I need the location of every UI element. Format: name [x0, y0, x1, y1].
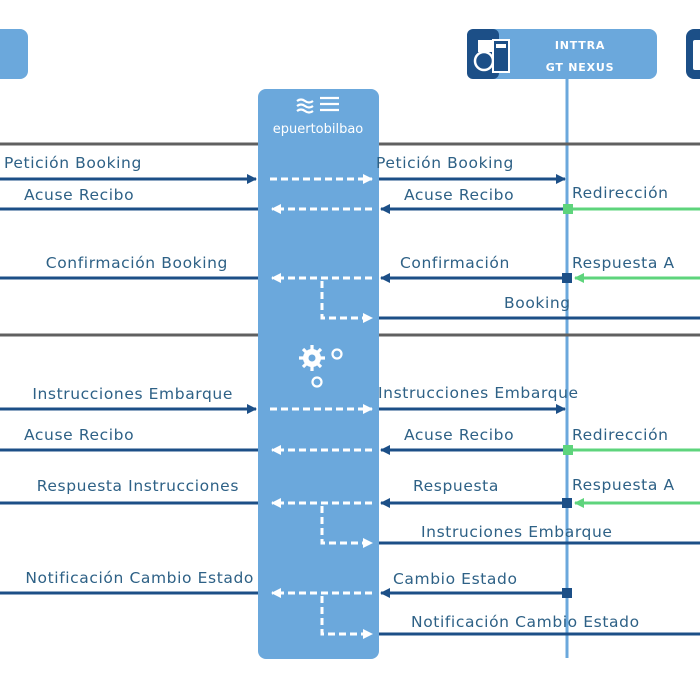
gears-icon — [299, 345, 343, 388]
label-left-acuse-recibo-2: Acuse Recibo — [24, 426, 134, 444]
dark-node — [562, 273, 572, 283]
label-right-respuesta-2: Respuesta A — [572, 476, 675, 494]
label-right-redireccion-2: Redirección — [572, 426, 669, 444]
inttra-header: INTTRA GT NEXUS — [467, 29, 657, 79]
label-left-instrucciones: Instrucciones Embarque — [32, 385, 233, 403]
label-mid-booking: Booking — [504, 294, 571, 312]
left-participant-box — [0, 29, 28, 79]
label-left-acuse-recibo: Acuse Recibo — [24, 186, 134, 204]
label-mid-notificacion: Notificación Cambio Estado — [411, 613, 640, 631]
label-mid-peticion-booking: Petición Booking — [376, 154, 514, 172]
label-left-notificacion: Notificación Cambio Estado — [25, 569, 254, 587]
right-participant-box — [686, 29, 700, 79]
label-mid-respuesta: Respuesta — [413, 477, 499, 495]
epuertobilbao-column: epuertobilbao — [258, 89, 379, 659]
label-right-redireccion: Redirección — [572, 184, 669, 202]
green-node — [563, 204, 573, 214]
inttra-logo-icon — [473, 39, 510, 73]
label-mid-confirmacion: Confirmación — [400, 254, 510, 272]
inttra-title: INTTRA — [555, 39, 605, 52]
label-left-peticion-booking: Petición Booking — [4, 154, 142, 172]
label-mid-instruciones-embarque: Instruciones Embarque — [421, 523, 613, 541]
epuertobilbao-name: epuertobilbao — [273, 122, 364, 137]
label-left-respuesta-instrucciones: Respuesta Instrucciones — [37, 477, 239, 495]
dash-notificacion-bend — [320, 596, 374, 640]
dark-node — [562, 588, 572, 598]
label-mid-cambio-estado: Cambio Estado — [393, 570, 518, 588]
label-mid-acuse-recibo: Acuse Recibo — [404, 186, 514, 204]
green-node — [563, 445, 573, 455]
dark-node — [562, 498, 572, 508]
dash-instruciones-bend — [320, 506, 374, 549]
dash-booking-bend — [320, 281, 374, 324]
label-right-respuesta: Respuesta A — [572, 254, 675, 272]
label-mid-instrucciones: Instrucciones Embarque — [378, 384, 579, 402]
label-mid-acuse-recibo-2: Acuse Recibo — [404, 426, 514, 444]
label-left-confirmacion-booking: Confirmación Booking — [46, 254, 228, 272]
gtnexus-title: GT NEXUS — [546, 61, 615, 74]
epuertobilbao-waves-icon — [296, 96, 339, 114]
